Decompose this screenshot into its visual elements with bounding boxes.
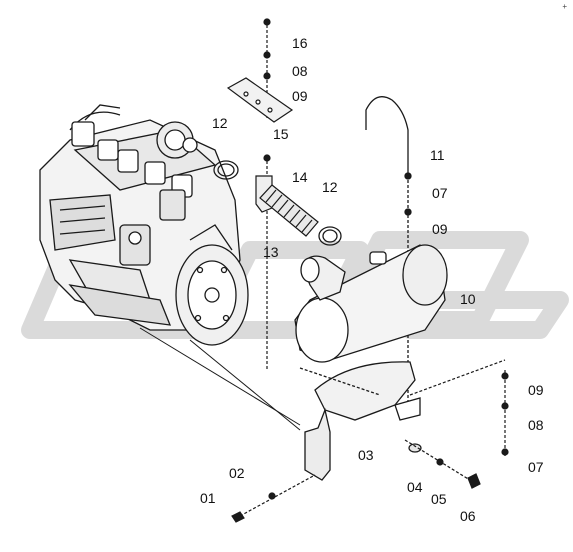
- callout-02: 02: [229, 465, 245, 481]
- callout-11: 11: [430, 147, 445, 163]
- callout-04: 04: [407, 479, 423, 495]
- top-bracket-parts: [226, 18, 294, 123]
- callout-09b: 09: [432, 221, 448, 237]
- callout-13: 13: [263, 244, 279, 260]
- callout-09c: 09: [528, 382, 544, 398]
- callout-03: 03: [358, 447, 374, 463]
- callout-08a: 08: [292, 63, 308, 79]
- callout-05: 05: [431, 491, 447, 507]
- callout-09a: 09: [292, 88, 308, 104]
- corrugated-hose: [259, 184, 319, 237]
- muffler-support-bracket: [299, 361, 421, 481]
- callout-10: 10: [460, 291, 476, 307]
- callout-01: 01: [200, 490, 216, 506]
- hose-clamps: [213, 160, 342, 246]
- callout-07b: 07: [528, 459, 544, 475]
- callout-07a: 07: [432, 185, 448, 201]
- corner-mark: +: [562, 2, 567, 11]
- callout-08b: 08: [528, 417, 544, 433]
- engine-assembly: [39, 104, 249, 346]
- hose-and-bracket: [255, 154, 319, 370]
- callout-14: 14: [292, 169, 308, 185]
- assembly-lines: [139, 327, 301, 431]
- callout-06: 06: [460, 508, 476, 524]
- muffler: [294, 244, 448, 363]
- callout-16: 16: [292, 35, 308, 51]
- callout-12a: 12: [212, 115, 228, 131]
- callout-15: 15: [273, 126, 289, 142]
- callout-12b: 12: [322, 179, 338, 195]
- fastener-parts: [231, 359, 509, 523]
